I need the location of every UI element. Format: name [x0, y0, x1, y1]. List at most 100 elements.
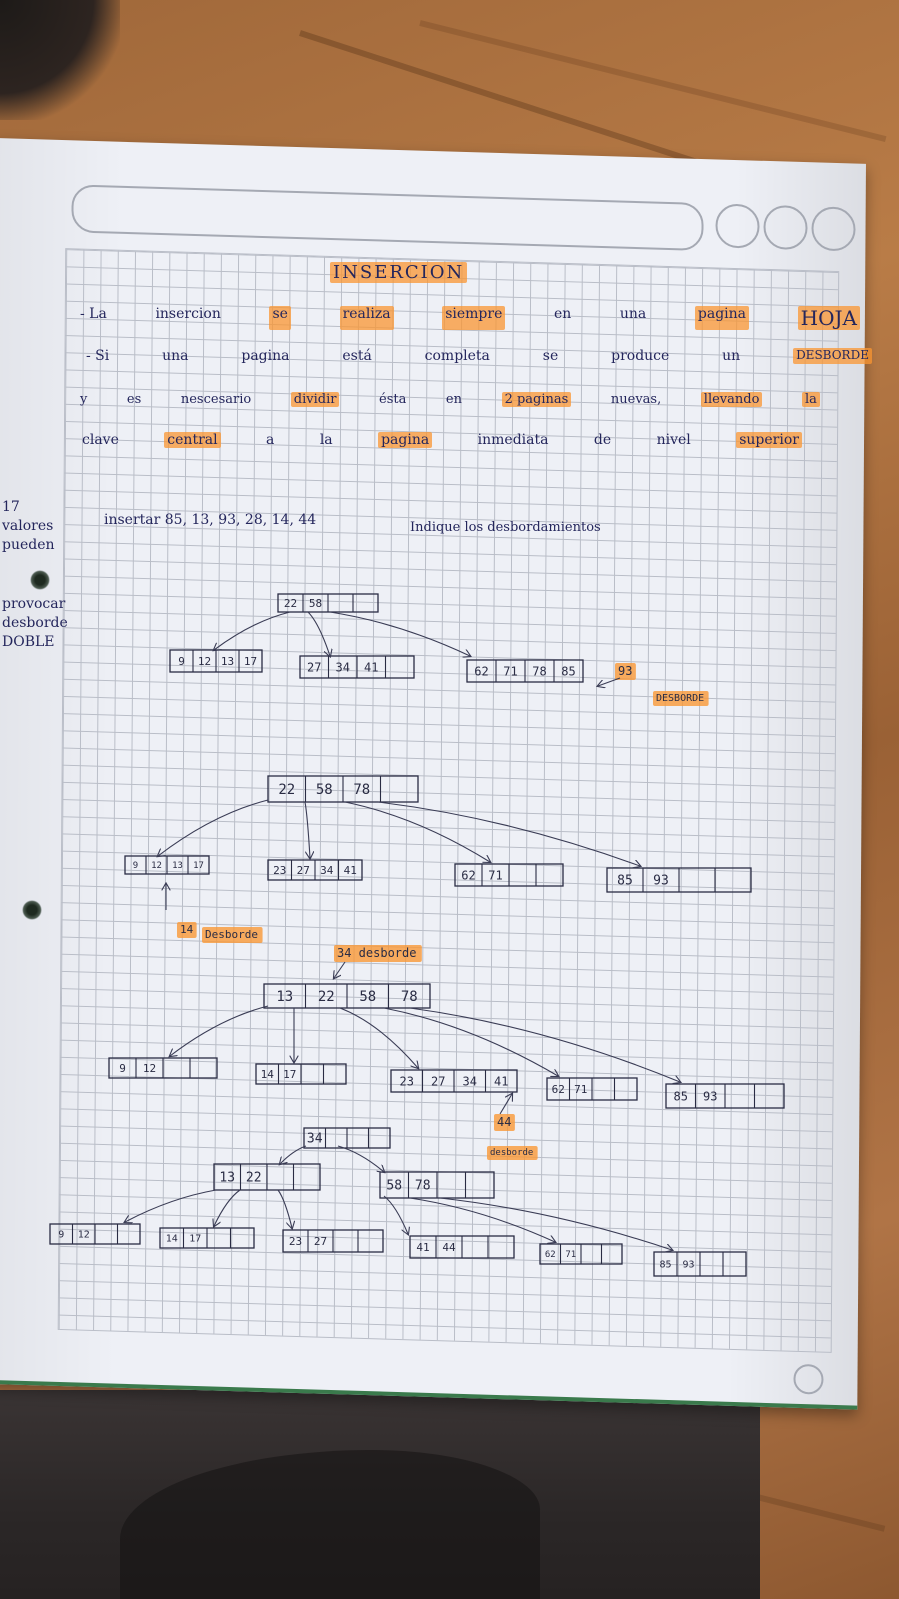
word: DESBORDE — [793, 348, 872, 364]
annotation-text: 14 — [180, 923, 194, 936]
highlight — [487, 1146, 538, 1160]
node-key: 27 — [314, 1235, 327, 1248]
annotation-text: DESBORDE — [656, 693, 704, 704]
child-pointer — [304, 801, 310, 858]
margin-word: desborde — [2, 615, 68, 631]
node-key: 27 — [431, 1074, 445, 1088]
word: la — [319, 432, 333, 448]
child-pointer — [280, 1145, 307, 1164]
tree3-leaf: 14 17 — [255, 1063, 347, 1085]
overflow-arrow — [598, 677, 621, 686]
child-pointer — [337, 1145, 384, 1172]
node-key: 27 — [297, 864, 310, 877]
margin-word: pueden — [2, 537, 55, 553]
node-key: 62 — [545, 1250, 556, 1260]
node-key: 17 — [244, 655, 257, 668]
word: siempre — [442, 306, 506, 330]
tree3-top-note: 34 desborde — [334, 945, 422, 962]
node-key: 12 — [143, 1062, 156, 1075]
node-key: 17 — [283, 1068, 296, 1081]
word: insercion — [155, 306, 221, 322]
node-key: 17 — [189, 1234, 201, 1245]
highlight — [177, 922, 197, 938]
note-line-1: - La insercion se realiza siempre en una… — [80, 306, 860, 330]
node-key: 58 — [386, 1179, 402, 1194]
word: - Si — [86, 348, 110, 364]
word: HOJA — [797, 306, 860, 330]
word: nuevas, — [610, 392, 662, 407]
child-pointer — [339, 1007, 418, 1068]
word: se — [542, 348, 559, 364]
node-key: 14 — [166, 1234, 178, 1245]
word: nivel — [656, 432, 691, 448]
note-line-3: y es nescesario dividir ésta en 2 pagina… — [80, 392, 820, 407]
node-key: 27 — [307, 660, 321, 674]
tree2-overflow-label: Desborde — [202, 927, 263, 943]
margin-word: 17 — [2, 499, 20, 515]
overflow-arrow — [334, 961, 346, 978]
tree4-leaf: 41 44 — [409, 1235, 515, 1259]
child-pointer — [214, 1189, 241, 1226]
node-key: 9 — [58, 1230, 64, 1241]
node-key: 71 — [503, 664, 517, 678]
node-key: 13 — [172, 861, 183, 871]
node-key: 41 — [416, 1241, 429, 1254]
word: pagina — [241, 348, 290, 364]
word: - La — [80, 306, 107, 322]
node-key: 71 — [574, 1083, 587, 1096]
node-key: 22 — [246, 1171, 262, 1186]
word: clave — [82, 432, 119, 448]
node-key: 44 — [442, 1241, 456, 1254]
word: dividir — [290, 392, 340, 407]
child-pointer — [170, 1005, 269, 1056]
tree4-leaf: 62 71 — [539, 1243, 623, 1265]
node-key: 13 — [219, 1171, 235, 1186]
node-key: 34 — [307, 1132, 323, 1147]
tree4-internal: 13 22 — [213, 1163, 321, 1191]
word: en — [553, 306, 572, 322]
child-pointer — [329, 611, 470, 656]
word: 2 paginas — [501, 392, 572, 407]
word: en — [445, 392, 462, 407]
node-key: 22 — [278, 782, 295, 798]
node-key: 78 — [532, 664, 546, 678]
node-key: 78 — [415, 1179, 431, 1194]
node-key: 78 — [401, 989, 418, 1005]
node-key: 14 — [261, 1068, 275, 1081]
node-key: 34 — [336, 660, 350, 674]
node-key: 9 — [133, 861, 138, 871]
node-key: 85 — [617, 874, 633, 889]
overflow-arrow — [499, 1094, 512, 1115]
node-key: 85 — [561, 664, 575, 678]
word: la — [801, 392, 820, 407]
node-key: 71 — [565, 1250, 576, 1260]
child-pointer — [409, 1007, 680, 1082]
node-key: 12 — [78, 1230, 90, 1241]
node-key: 93 — [682, 1260, 694, 1271]
node-key: 22 — [318, 989, 335, 1005]
node-key: 62 — [461, 868, 475, 882]
node-key: 93 — [703, 1089, 717, 1103]
tree4-leaf: 85 93 — [653, 1251, 747, 1277]
node-key: 85 — [659, 1260, 671, 1271]
tree1-leaf: 27 34 41 — [299, 655, 415, 679]
child-pointer — [158, 799, 269, 856]
tree3-overflow-label: desborde — [487, 1146, 538, 1160]
node-key: 41 — [364, 660, 378, 674]
exercise-prompt: insertar 85, 13, 93, 28, 14, 44 — [104, 512, 317, 528]
word: produce — [611, 348, 670, 364]
highlight — [202, 927, 263, 943]
margin-word: provocar — [2, 596, 66, 612]
node-key: 41 — [494, 1074, 508, 1088]
word: superior — [736, 432, 802, 448]
